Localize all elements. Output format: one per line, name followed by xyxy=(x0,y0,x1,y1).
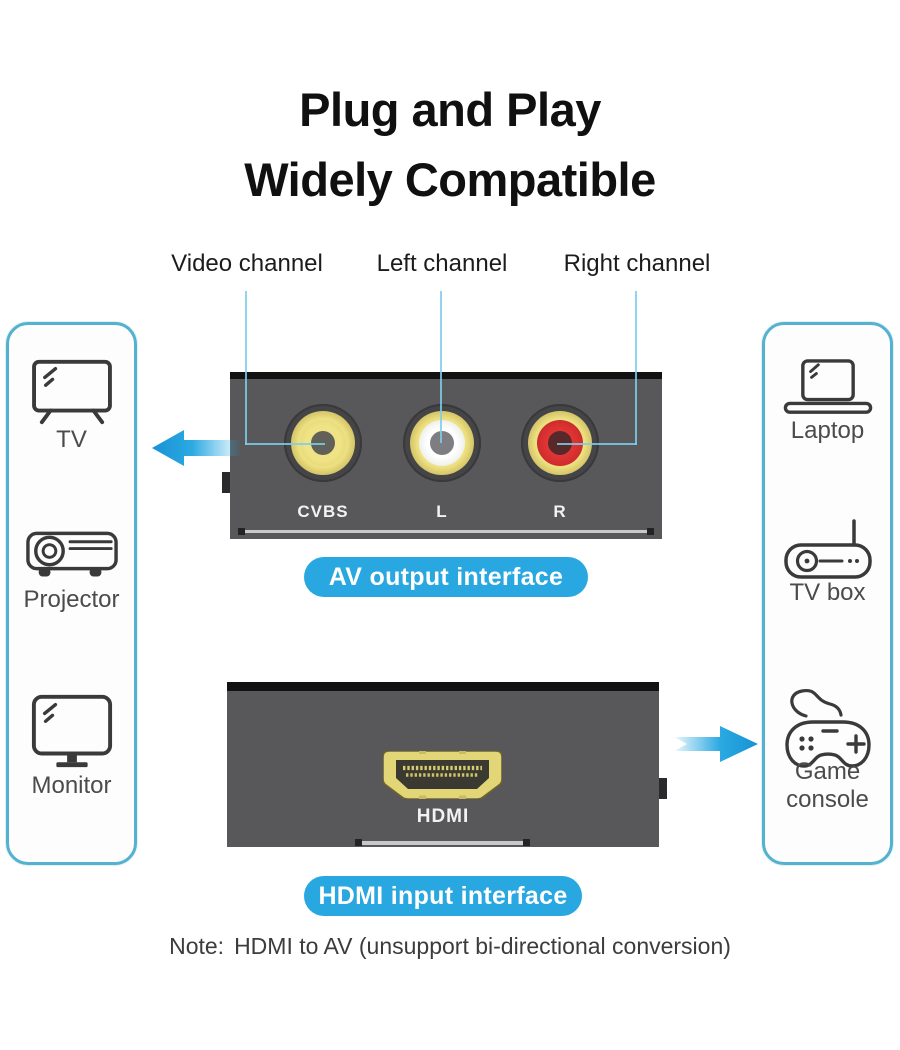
tv-icon xyxy=(9,357,134,429)
monitor-icon xyxy=(9,691,134,773)
left-channel-label: Left channel xyxy=(376,250,508,277)
device-bottom-groove xyxy=(242,530,650,533)
arrow-left-icon xyxy=(150,428,242,473)
note-body: HDMI to AV (unsupport bi-directional con… xyxy=(234,933,731,959)
arrow-right-icon xyxy=(672,722,760,771)
hdmi-converter-device: HDMI xyxy=(227,682,667,847)
device-bottom-groove xyxy=(360,841,526,845)
rca-jack-left-audio xyxy=(403,404,481,482)
laptop-icon xyxy=(765,358,890,418)
hdmi-input-caption-pill: HDMI input interface xyxy=(304,876,582,916)
jack-label-cvbs: CVBS xyxy=(297,502,349,521)
hdmi-port-label: HDMI xyxy=(416,806,470,827)
left-panel-label-monitor: Monitor xyxy=(31,772,112,799)
rca-gold-ring xyxy=(410,411,474,475)
title-line-2: Widely Compatible xyxy=(244,153,656,206)
game-console-icon xyxy=(765,682,890,774)
device-side-tab xyxy=(659,778,667,799)
leader-line-right-horizontal xyxy=(557,443,637,445)
left-panel-label-tv: TV xyxy=(56,426,87,453)
note-text: Note: HDMI to AV (unsupport bi-directiona… xyxy=(0,933,900,960)
hdmi-port xyxy=(382,750,503,804)
right-compatibility-panel: Laptop TV box Game console xyxy=(762,322,893,865)
projector-icon xyxy=(9,523,134,581)
right-channel-label: Right channel xyxy=(563,250,711,277)
left-panel-label-projector: Projector xyxy=(23,586,120,613)
note-prefix: Note: xyxy=(169,933,225,959)
device-top-edge xyxy=(230,372,662,379)
device-side-tab xyxy=(222,472,230,493)
device-top-edge xyxy=(227,682,659,691)
video-channel-label: Video channel xyxy=(171,250,323,277)
leader-line-video-horizontal xyxy=(245,443,325,445)
right-panel-label-tv-box: TV box xyxy=(789,579,866,606)
title-line-1: Plug and Play xyxy=(299,83,601,136)
right-panel-label-game-console: Game console xyxy=(786,758,869,813)
leader-line-video-vertical xyxy=(245,291,247,445)
leader-line-right-vertical xyxy=(635,291,637,445)
tv-box-icon xyxy=(765,519,890,581)
jack-label-r: R xyxy=(553,502,567,521)
left-compatibility-panel: TV Projector Monitor xyxy=(6,322,137,865)
jack-label-l: L xyxy=(436,502,448,521)
right-panel-label-laptop: Laptop xyxy=(790,417,865,444)
av-converter-device: CVBS L R xyxy=(222,372,662,539)
leader-line-left-vertical xyxy=(440,291,442,443)
av-output-caption-pill: AV output interface xyxy=(304,557,588,597)
